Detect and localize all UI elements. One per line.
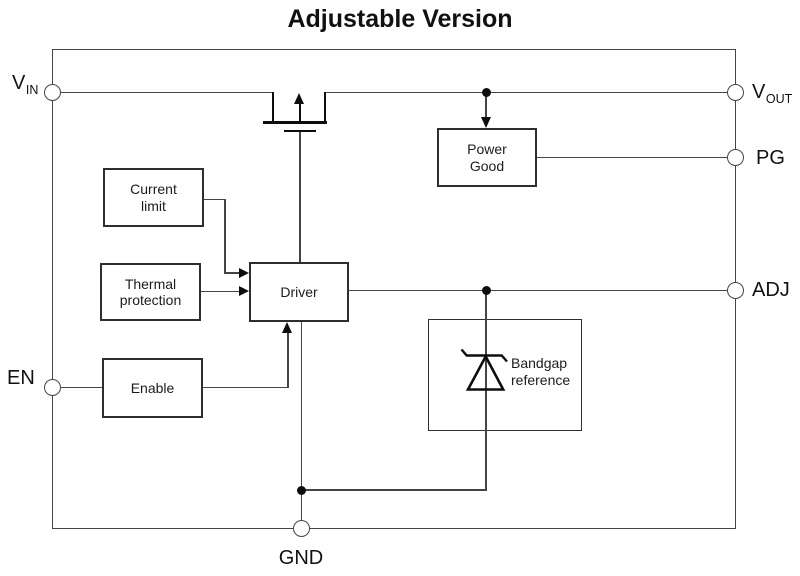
pin-en bbox=[43, 378, 61, 396]
thermal-protection-block: Thermal protection bbox=[100, 263, 201, 321]
wire-current-limit-h2 bbox=[224, 272, 240, 274]
wire-driver-to-gnd bbox=[300, 322, 303, 521]
wire-en-pin-to-enable bbox=[60, 386, 102, 389]
wire-current-limit-v bbox=[224, 198, 226, 274]
power-good-block: Power Good bbox=[437, 128, 537, 187]
wire-enable-out-v bbox=[287, 331, 289, 388]
wire-gnd-to-bandgap bbox=[300, 489, 487, 491]
wire-vin-to-pass-fet bbox=[60, 91, 273, 94]
bandgap-reference-label: Bandgap reference bbox=[511, 355, 571, 388]
arrowhead-current-limit-to-driver-icon bbox=[239, 267, 249, 278]
thermal-protection-label: Thermal protection bbox=[119, 275, 182, 309]
current-limit-label: Current limit bbox=[130, 181, 177, 214]
wire-power-good-to-pg bbox=[537, 156, 727, 159]
pmos-body-arrowhead-icon bbox=[294, 92, 305, 104]
enable-label: Enable bbox=[130, 379, 175, 396]
wire-pass-fet-to-vout bbox=[325, 91, 727, 94]
arrowhead-thermal-to-driver-icon bbox=[239, 286, 249, 297]
pmos-drain-stub bbox=[324, 92, 327, 122]
junction-dot-gnd-line bbox=[296, 485, 306, 495]
driver-block: Driver bbox=[249, 262, 349, 322]
driver-label: Driver bbox=[280, 283, 318, 300]
bandgap-reference-block bbox=[428, 319, 582, 431]
wire-current-limit-h1 bbox=[204, 198, 226, 201]
wire-gate-to-driver bbox=[299, 131, 301, 262]
diagram-title: Adjustable Version bbox=[287, 5, 513, 33]
power-good-label: Power Good bbox=[467, 141, 507, 174]
current-limit-block: Current limit bbox=[103, 168, 204, 227]
pmos-source-stub bbox=[272, 92, 275, 122]
pin-vout bbox=[727, 83, 744, 101]
wire-thermal-to-driver bbox=[201, 290, 240, 293]
pin-vin bbox=[43, 83, 61, 101]
pin-label-adj: ADJ bbox=[752, 278, 790, 301]
wire-driver-to-adj bbox=[348, 289, 727, 292]
wire-vout-to-power-good bbox=[485, 92, 487, 118]
pin-adj bbox=[727, 281, 744, 299]
pin-label-pg: PG bbox=[756, 147, 785, 169]
enable-block: Enable bbox=[102, 358, 203, 418]
junction-dot-vout-line bbox=[481, 87, 491, 97]
bandgap-zener-diode-icon bbox=[460, 348, 508, 391]
pmos-gate-bar bbox=[284, 129, 316, 132]
arrowhead-enable-to-driver-icon bbox=[282, 321, 293, 333]
pin-pg bbox=[727, 149, 744, 166]
junction-dot-adj-line bbox=[481, 285, 491, 295]
pin-label-gnd: GND bbox=[278, 547, 324, 569]
pin-label-en: EN bbox=[7, 367, 35, 389]
pin-gnd bbox=[293, 520, 310, 538]
pin-label-vin: VIN bbox=[12, 72, 39, 97]
pmos-channel-bar bbox=[263, 121, 327, 124]
pmos-body-arrow-shaft bbox=[299, 102, 301, 122]
pin-label-vout: VOUT bbox=[752, 81, 793, 106]
wire-enable-out-h bbox=[203, 386, 288, 389]
arrowhead-vout-to-power-good-icon bbox=[480, 117, 491, 128]
